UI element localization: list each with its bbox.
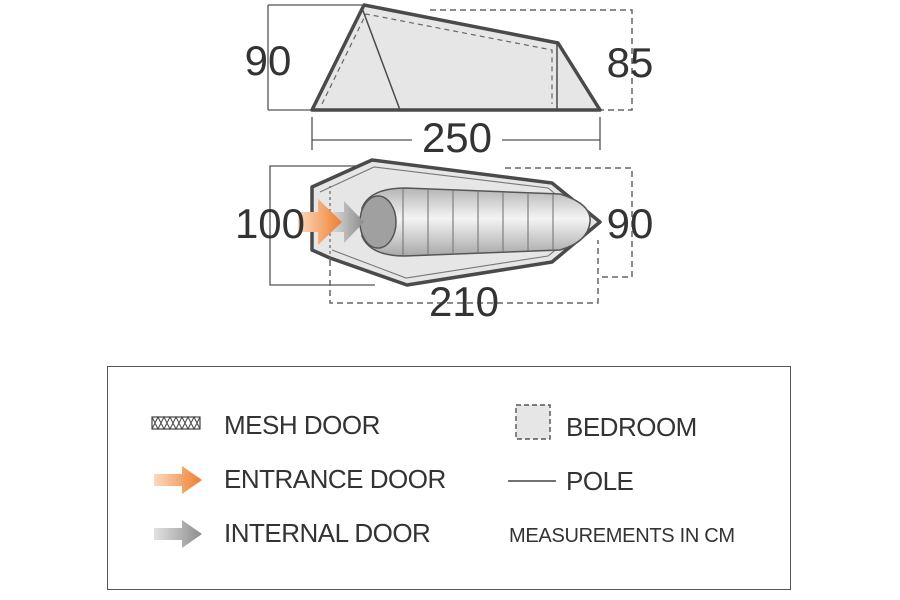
sleeping-bag-hood <box>359 195 397 249</box>
bedroom-icon <box>515 404 551 440</box>
bedroom-label: BEDROOM <box>566 412 697 442</box>
measurements-note: MEASUREMENTS IN CM <box>509 525 735 547</box>
mesh-door-icon <box>151 416 201 430</box>
entrance-arrow-icon <box>154 466 202 494</box>
top-bedroom-outline <box>329 167 633 304</box>
pole-line-icon <box>508 480 556 482</box>
length-dimension: 250 <box>311 114 601 161</box>
top-view: 100 90 210 <box>235 158 654 325</box>
internal-door-label: INTERNAL DOOR <box>224 518 431 548</box>
internal-arrow-icon <box>154 520 202 548</box>
width-rear-label: 90 <box>607 200 654 247</box>
height-rear-label: 85 <box>607 39 654 86</box>
width-front-label: 100 <box>235 200 305 247</box>
entrance-door-label: ENTRANCE DOOR <box>224 464 446 494</box>
mesh-door-label: MESH DOOR <box>224 410 380 440</box>
entrance-door-arrow <box>298 199 342 245</box>
height-front-label: 90 <box>245 37 292 84</box>
pole-label: POLE <box>566 466 634 496</box>
front-pole-line <box>361 7 401 111</box>
width-front-dimension-line <box>269 165 375 286</box>
legend <box>107 366 791 590</box>
total-length-label: 250 <box>422 114 492 161</box>
internal-door-arrow <box>328 201 364 243</box>
sleeping-bag-baffles <box>402 189 554 255</box>
inner-length-label: 210 <box>429 278 499 325</box>
height-front-dimension-line <box>267 4 362 111</box>
sleeping-bag <box>361 187 591 257</box>
side-view: 90 85 <box>245 3 654 112</box>
side-fly <box>310 3 602 112</box>
side-inner-outline <box>321 13 553 105</box>
